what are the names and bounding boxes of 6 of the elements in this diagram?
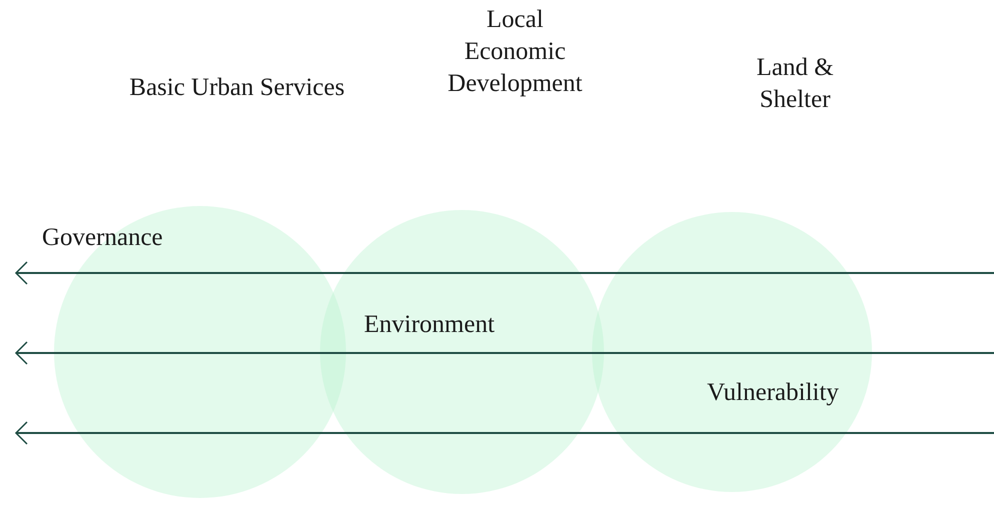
- circle-heading: Local Economic Development: [446, 5, 584, 99]
- circle-heading: Land & Shelter: [755, 53, 835, 115]
- theme-label: Vulnerability: [707, 378, 839, 408]
- circle-heading: Basic Urban Services: [128, 73, 346, 103]
- theme-label: Governance: [42, 223, 163, 253]
- theme-label: Environment: [364, 310, 495, 340]
